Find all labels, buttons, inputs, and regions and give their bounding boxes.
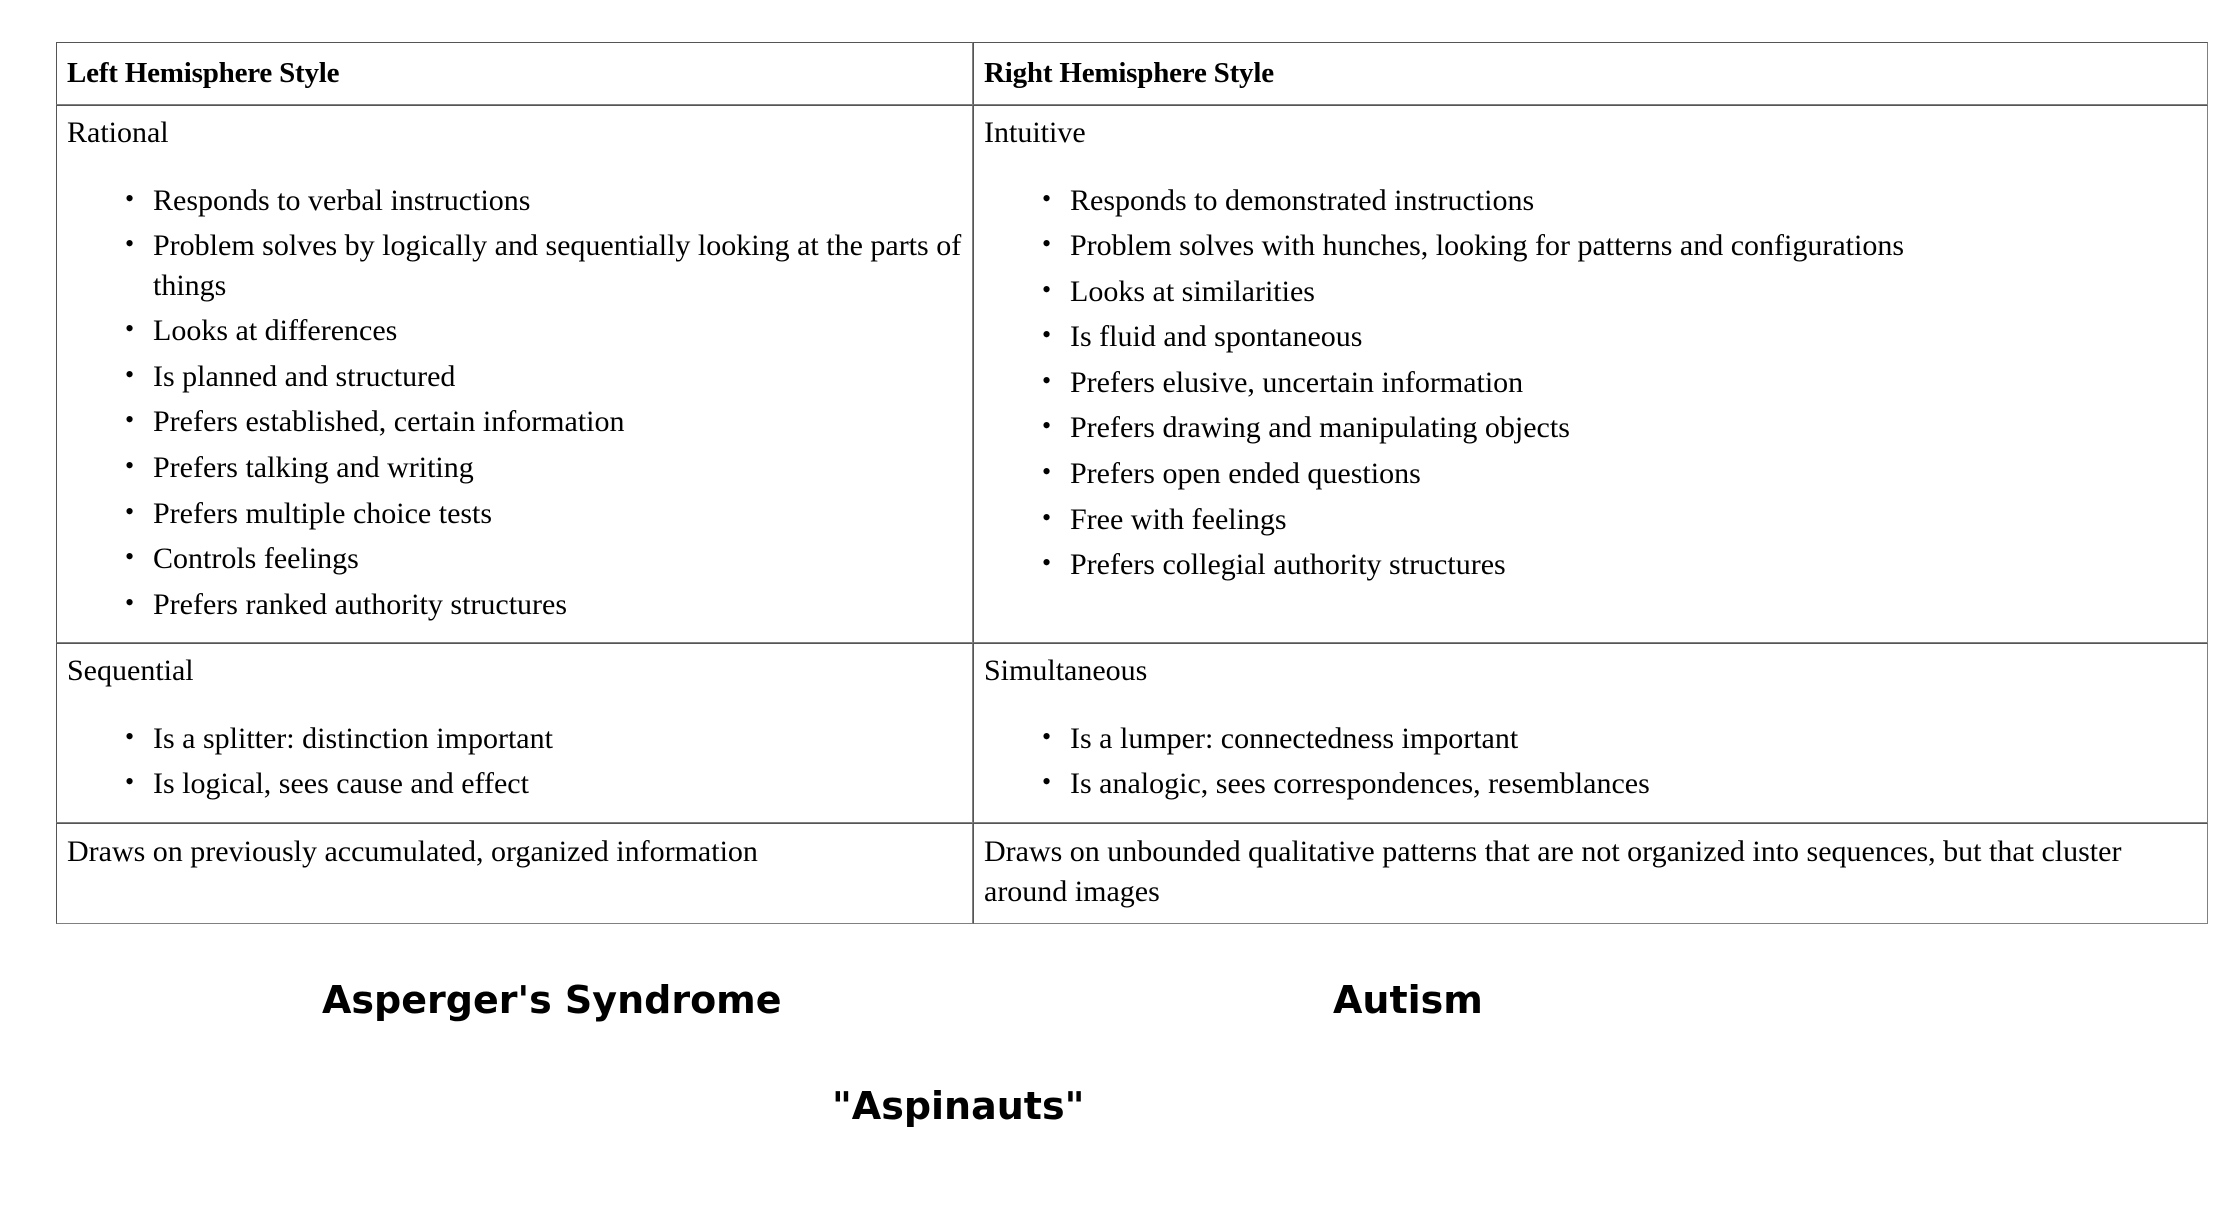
list-item: Is planned and structured [125,356,962,397]
caption-aspergers-syndrome: Asperger's Syndrome [322,978,782,1022]
cell-rational: Rational Responds to verbal instructions… [56,105,973,644]
list-item: Controls feelings [125,538,962,579]
caption-aspinauts: "Aspinauts" [832,1084,1085,1128]
list-item: Prefers elusive, uncertain information [1042,362,2197,403]
list-item: Prefers ranked authority structures [125,584,962,625]
cell-text: Draws on unbounded qualitative patterns … [984,835,2122,908]
table-row: Sequential Is a splitter: distinction im… [56,643,2208,824]
bullet-list: Responds to verbal instructions Problem … [67,180,962,625]
table-header-row: Left Hemisphere Style Right Hemisphere S… [56,42,2208,106]
list-item: Is a splitter: distinction important [125,718,962,759]
cell-text: Draws on previously accumulated, organiz… [67,835,758,869]
bullet-list: Is a lumper: connectedness important Is … [984,718,2197,804]
column-header-right-hemisphere: Right Hemisphere Style [973,42,2208,106]
cell-intuitive: Intuitive Responds to demonstrated instr… [973,105,2208,644]
cell-draws-on-right: Draws on unbounded qualitative patterns … [973,823,2208,925]
list-item: Prefers open ended questions [1042,453,2197,494]
bullet-list: Responds to demonstrated instructions Pr… [984,180,2197,585]
list-item: Free with feelings [1042,499,2197,540]
cell-lead-label: Intuitive [984,116,1086,150]
column-header-left-hemisphere: Left Hemisphere Style [56,42,973,106]
list-item: Is fluid and spontaneous [1042,316,2197,357]
hemisphere-comparison-table-wrapper: Left Hemisphere Style Right Hemisphere S… [56,42,2208,925]
list-item: Problem solves by logically and sequenti… [125,225,962,305]
caption-autism: Autism [1333,978,1483,1022]
list-item: Responds to verbal instructions [125,180,962,221]
cell-sequential: Sequential Is a splitter: distinction im… [56,643,973,824]
hemisphere-comparison-table: Left Hemisphere Style Right Hemisphere S… [56,42,2208,925]
list-item: Prefers established, certain information [125,401,962,442]
list-item: Responds to demonstrated instructions [1042,180,2197,221]
cell-lead-label: Simultaneous [984,654,1148,688]
cell-simultaneous: Simultaneous Is a lumper: connectedness … [973,643,2208,824]
list-item: Is a lumper: connectedness important [1042,718,2197,759]
caption-row: Asperger's Syndrome Autism [0,978,2224,1048]
bullet-list: Is a splitter: distinction important Is … [67,718,962,804]
list-item: Prefers multiple choice tests [125,493,962,534]
list-item: Is analogic, sees correspondences, resem… [1042,763,2197,804]
table-row: Rational Responds to verbal instructions… [56,105,2208,644]
cell-lead-label: Rational [67,116,169,150]
list-item: Looks at similarities [1042,271,2197,312]
list-item: Problem solves with hunches, looking for… [1042,225,2197,266]
table-row: Draws on previously accumulated, organiz… [56,823,2208,925]
list-item: Is logical, sees cause and effect [125,763,962,804]
cell-lead-label: Sequential [67,654,194,688]
list-item: Prefers collegial authority structures [1042,544,2197,585]
cell-draws-on-left: Draws on previously accumulated, organiz… [56,823,973,925]
list-item: Looks at differences [125,310,962,351]
list-item: Prefers drawing and manipulating objects [1042,407,2197,448]
list-item: Prefers talking and writing [125,447,962,488]
